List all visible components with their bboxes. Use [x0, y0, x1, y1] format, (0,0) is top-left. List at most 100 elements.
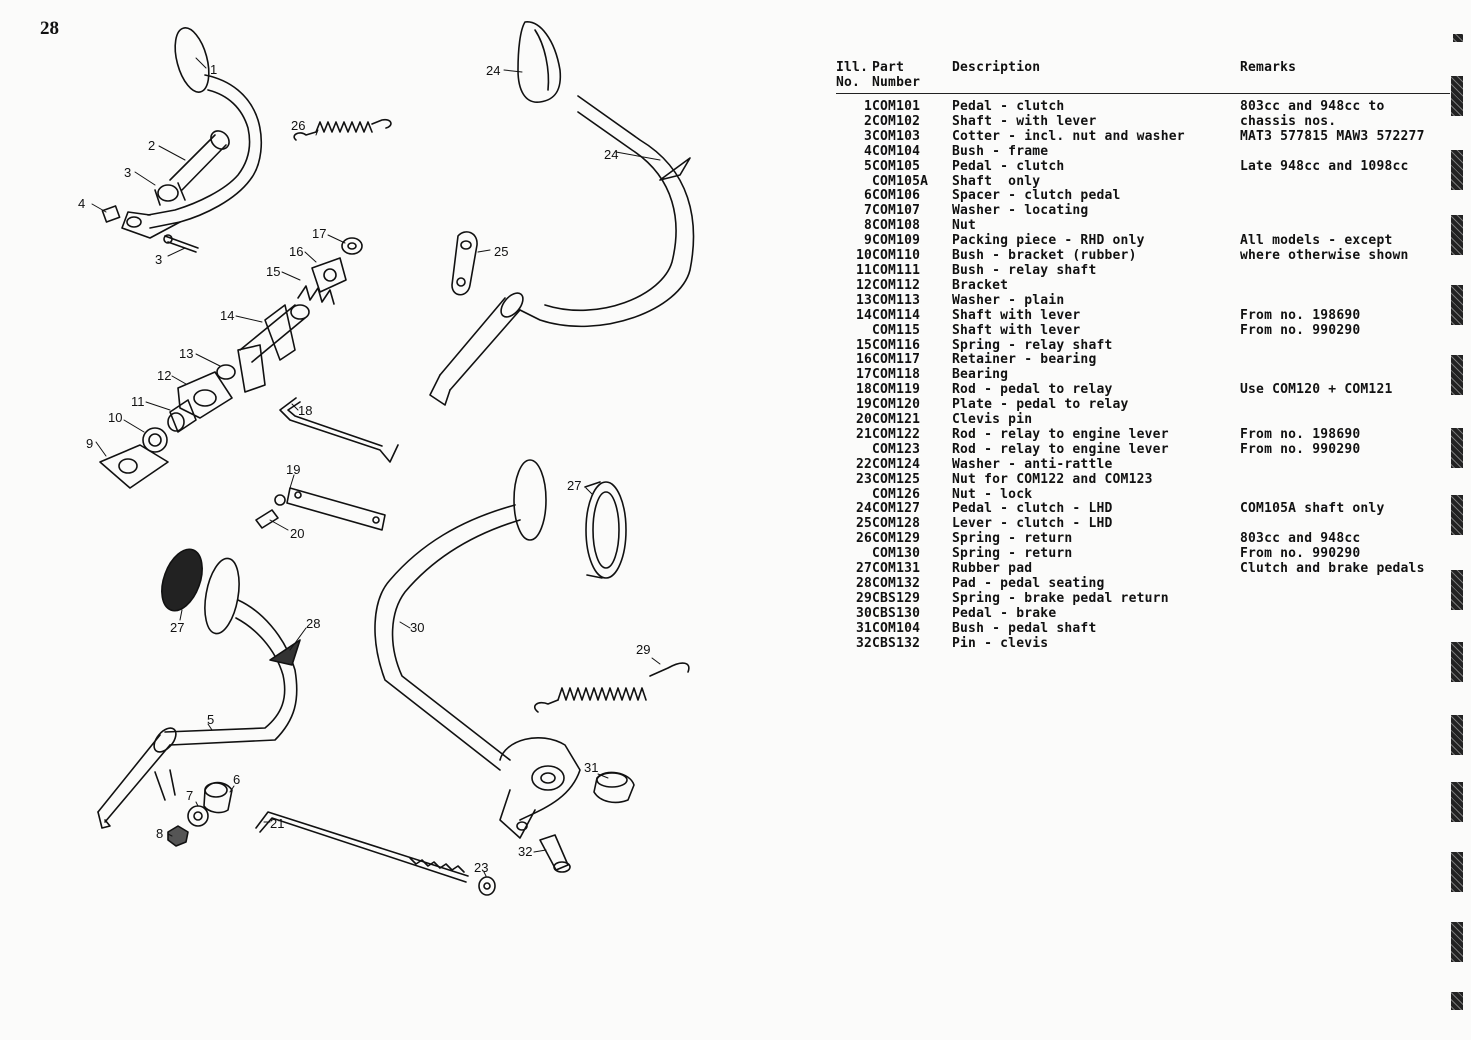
callout-24: 24: [486, 63, 500, 78]
cell-remarks: [1240, 294, 1450, 309]
index-tab: [1451, 215, 1463, 255]
cell-description: Rod - pedal to relay: [952, 382, 1113, 398]
cell-part-number: COM129: [872, 531, 921, 547]
cell-ill-no: [836, 175, 872, 190]
cell-description: Bracket: [952, 277, 1009, 293]
callout-7: 7: [186, 788, 193, 803]
cell-ill-no: 1: [863, 99, 872, 114]
cell-remarks: [1240, 577, 1450, 592]
part-6-spacer: [203, 781, 233, 814]
index-tab: [1451, 285, 1463, 325]
part-15-spring: [297, 285, 335, 305]
cell-remarks: All models - except: [1240, 233, 1393, 249]
cell-description: Washer - locating: [952, 203, 1089, 219]
cell-description: Shaft - with lever: [952, 113, 1097, 129]
callout-2: 2: [148, 138, 155, 153]
cell-part-number: COM111: [872, 262, 921, 278]
cell-remarks: [1240, 204, 1450, 219]
cell-description: Pedal - clutch: [952, 99, 1065, 114]
cell-description: Nut: [952, 218, 977, 234]
cell-ill-no: 24: [855, 501, 872, 517]
callout-16: 16: [289, 244, 303, 259]
cell-ill-no: 15: [855, 337, 872, 353]
callout-15: 15: [266, 264, 280, 279]
callout-25: 25: [494, 244, 508, 259]
part-17-bearing: [341, 237, 363, 255]
cell-remarks: chassis nos.: [1240, 113, 1337, 129]
cell-part-number: COM120: [872, 397, 921, 413]
part-7-washer: [187, 805, 209, 827]
cell-part-number: COM110: [872, 248, 921, 264]
callout-20: 20: [290, 526, 304, 541]
cell-part-number: COM105A: [872, 173, 929, 189]
header-description: Description: [952, 60, 1240, 94]
part-13-washer: [216, 364, 236, 380]
cell-remarks: 803cc and 948cc: [1240, 531, 1361, 547]
callout-29: 29: [636, 642, 650, 657]
cell-description: Shaft only: [952, 173, 1041, 189]
cell-ill-no: 28: [855, 576, 872, 591]
cell-part-number: COM119: [872, 382, 921, 398]
part-19-plate: [286, 487, 386, 531]
cell-part-number: COM102: [872, 113, 921, 129]
cell-part-number: COM107: [872, 203, 921, 219]
cell-description: Pedal - clutch: [952, 158, 1065, 174]
callout-30: 30: [410, 620, 424, 635]
part-14-shaft-with-lever: [237, 304, 310, 393]
callout-17: 17: [312, 226, 326, 241]
cell-remarks: From no. 990290: [1240, 322, 1361, 338]
cell-part-number: COM117: [872, 352, 921, 368]
callout-9: 9: [86, 436, 93, 451]
cell-part-number: COM101: [872, 99, 921, 114]
cell-remarks: From no. 990290: [1240, 546, 1361, 562]
callout-5: 5: [207, 712, 214, 727]
part-25-lever-clutch-lhd: [451, 231, 478, 296]
cell-ill-no: [836, 488, 872, 503]
cell-ill-no: 11: [855, 262, 872, 278]
cell-part-number: COM106: [872, 188, 921, 204]
part-8-nut: [167, 825, 189, 847]
cell-remarks: [1240, 488, 1450, 503]
cell-description: Bush - frame: [952, 143, 1049, 159]
cell-description: Pin - clevis: [952, 635, 1049, 651]
cell-remarks: From no. 198690: [1240, 307, 1361, 323]
part-5-pedal-clutch: [97, 557, 301, 829]
part-2-shaft: [154, 130, 230, 206]
cell-remarks: From no. 198690: [1240, 426, 1361, 442]
callout-28: 28: [306, 616, 320, 631]
cell-remarks: [1240, 413, 1450, 428]
part-9-packing-piece: [99, 444, 169, 489]
cell-ill-no: 25: [855, 516, 872, 532]
cell-description: Spring - brake pedal return: [952, 590, 1169, 606]
table-header-row: Ill. No. Part Number Description Remarks: [836, 60, 1450, 94]
cell-remarks: [1240, 473, 1450, 488]
cell-remarks: From no. 990290: [1240, 441, 1361, 457]
cell-ill-no: 14: [855, 307, 872, 323]
callout-6: 6: [233, 772, 240, 787]
cell-part-number: COM130: [872, 546, 921, 562]
cell-description: Plate - pedal to relay: [952, 397, 1129, 413]
callout-11: 11: [131, 394, 145, 409]
cell-remarks: [1240, 592, 1450, 607]
page-number: 28: [40, 18, 59, 39]
cell-part-number: COM113: [872, 292, 921, 308]
callout-10: 10: [108, 410, 122, 425]
callout-32: 32: [518, 844, 532, 859]
table-row: COM105A Shaft only: [836, 173, 1450, 190]
cell-description: Spring - return: [952, 531, 1073, 547]
